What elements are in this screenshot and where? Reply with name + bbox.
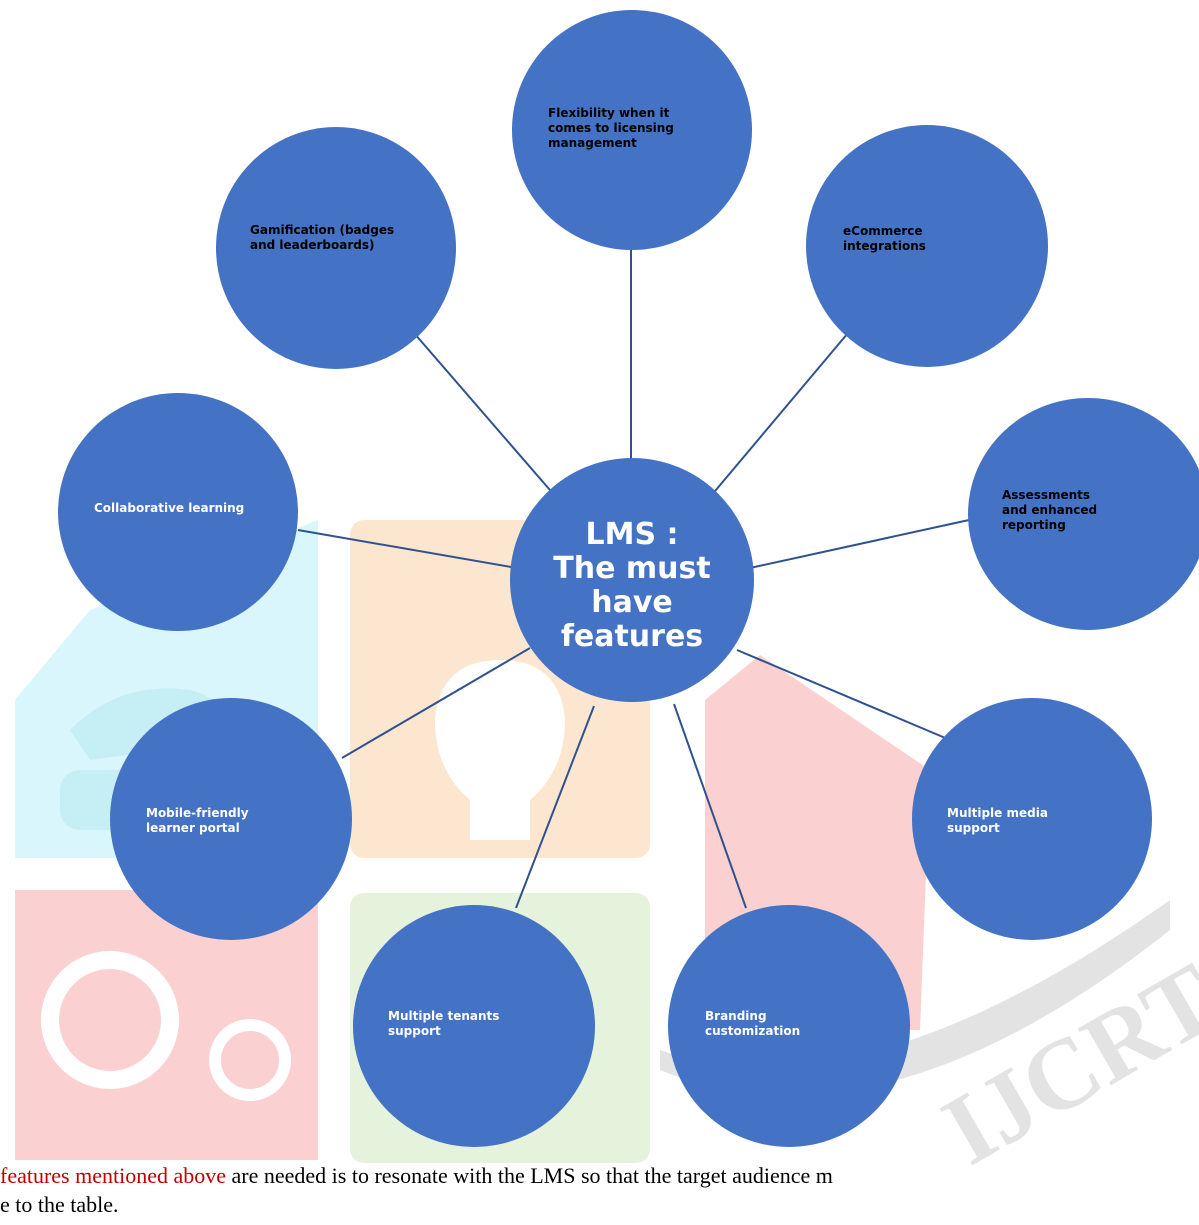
node-gamification xyxy=(216,127,456,369)
edge-gamification xyxy=(413,332,557,498)
label-media: Multiple media support xyxy=(947,806,1048,835)
edge-collab xyxy=(297,529,512,568)
body-text-rest: are needed is to resonate with the LMS s… xyxy=(226,1163,833,1188)
node-ecommerce xyxy=(806,125,1048,367)
node-mobile xyxy=(110,698,352,940)
edge-ecommerce xyxy=(709,332,849,498)
body-text-highlight: features mentioned above xyxy=(0,1163,227,1188)
node-tenants xyxy=(353,905,595,1147)
node-media xyxy=(912,698,1152,940)
edge-tenants xyxy=(515,705,595,909)
edge-media xyxy=(736,649,951,741)
node-collab xyxy=(58,393,298,631)
body-text-line-1: features mentioned above are needed is t… xyxy=(0,1163,833,1189)
label-assessments: Assessments and enhanced reporting xyxy=(1002,488,1098,532)
watermark-gear-icon xyxy=(41,951,179,1089)
edge-assessments xyxy=(749,519,970,569)
label-branding: Branding customization xyxy=(705,1009,801,1038)
node-assessments xyxy=(968,398,1199,630)
node-branding xyxy=(668,905,910,1147)
center-label: LMS : The must have features xyxy=(553,517,711,654)
watermark-gear-small-icon xyxy=(209,1019,291,1101)
edge-mobile xyxy=(341,647,531,759)
label-ecommerce: eCommerce integrations xyxy=(843,224,926,253)
label-gamification: Gamification (badges and leaderboards) xyxy=(250,223,395,252)
node-center xyxy=(510,458,754,702)
label-licensing: Flexibility when it comes to licensing m… xyxy=(548,106,674,150)
edge-branding xyxy=(673,703,747,909)
label-mobile: Mobile-friendly learner portal xyxy=(146,806,249,835)
node-licensing xyxy=(512,10,752,250)
watermark-bulb-icon xyxy=(435,660,565,840)
label-tenants: Multiple tenants support xyxy=(388,1009,500,1038)
label-collab: Collaborative learning xyxy=(94,501,245,515)
body-text-line-2: e to the table. xyxy=(0,1192,119,1217)
